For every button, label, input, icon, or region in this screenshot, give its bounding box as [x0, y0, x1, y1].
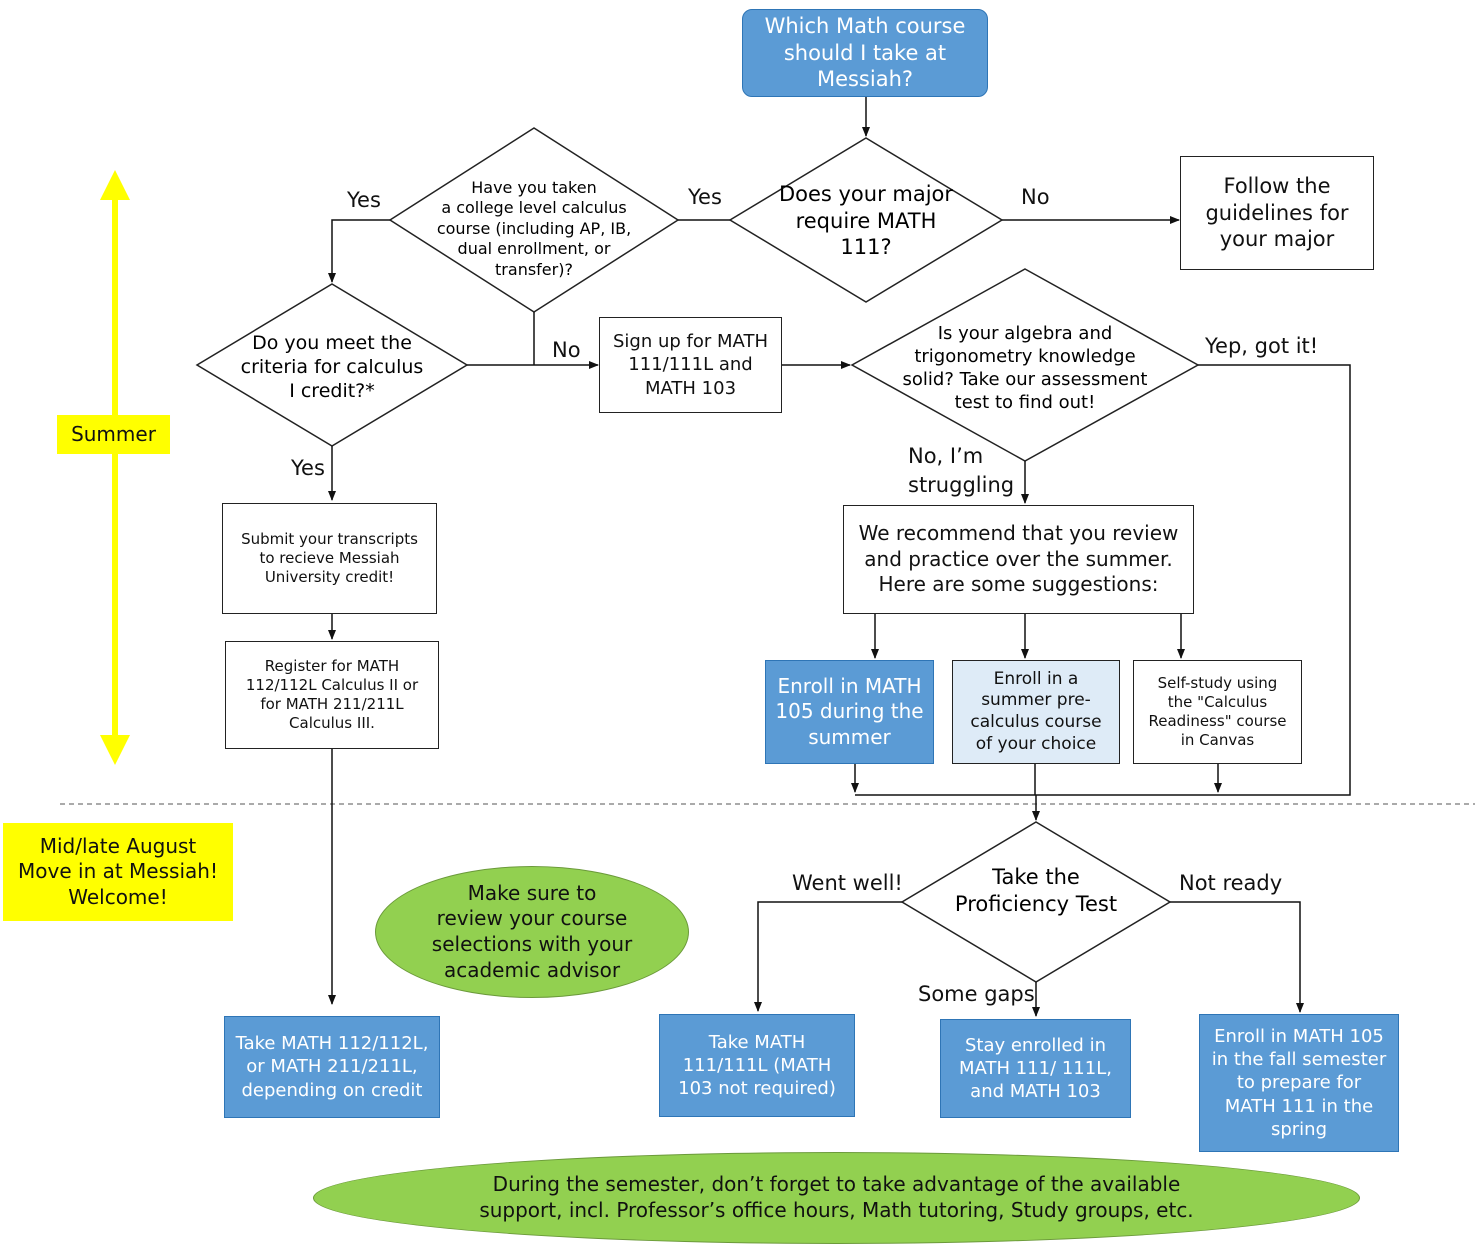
sign-up-text: Sign up for MATH 111/111L and MATH 103 [613, 331, 768, 399]
take-112-text: Take MATH 112/112L, or MATH 211/211L, de… [235, 1033, 429, 1101]
decision-proficiency: Take the Proficiency Test [935, 858, 1137, 924]
label-major-yes: Yes [688, 185, 722, 209]
decision-criteria: Do you meet the criteria for calculus I … [225, 327, 439, 407]
recommend-text: We recommend that you review and practic… [858, 521, 1179, 597]
self-study-box: Self-study using the "Calculus Readiness… [1133, 660, 1302, 764]
semester-note-text: During the semester, don’t forget to tak… [479, 1172, 1194, 1222]
start-node: Which Math course should I take at Messi… [742, 9, 988, 97]
stay-enrolled-box: Stay enrolled in MATH 111/ 111L, and MAT… [940, 1019, 1131, 1118]
submit-transcripts-text: Submit your transcripts to recieve Messi… [241, 529, 418, 587]
summer-arrow-down-head [100, 735, 130, 765]
decision-algebra-text: Is your algebra and trigonometry knowled… [902, 322, 1148, 414]
advisor-note: Make sure to review your course selectio… [375, 866, 689, 998]
label-major-no: No [1021, 185, 1050, 209]
take-112-box: Take MATH 112/112L, or MATH 211/211L, de… [224, 1016, 440, 1118]
decision-major-text: Does your major require MATH 111? [778, 181, 954, 260]
label-algebra-no: No, I’m struggling [908, 444, 1015, 498]
decision-algebra: Is your algebra and trigonometry knowled… [880, 315, 1170, 421]
enroll-105-summer-box: Enroll in MATH 105 during the summer [765, 660, 934, 764]
register-box: Register for MATH 112/112L Calculus II o… [225, 641, 439, 749]
label-prof-gaps: Some gaps [918, 982, 1035, 1006]
decision-college-calc: Have you taken a college level calculus … [420, 170, 648, 288]
semester-note: During the semester, don’t forget to tak… [313, 1152, 1360, 1244]
enroll-105-summer-text: Enroll in MATH 105 during the summer [775, 673, 924, 749]
enroll-precalc-text: Enroll in a summer pre- calculus course … [970, 668, 1102, 754]
enroll-precalc-box: Enroll in a summer pre- calculus course … [952, 660, 1120, 764]
register-text: Register for MATH 112/112L Calculus II o… [245, 656, 419, 733]
start-text: Which Math course should I take at Messi… [764, 13, 966, 92]
decision-major: Does your major require MATH 111? [760, 180, 972, 262]
enroll-105-fall-box: Enroll in MATH 105 in the fall semester … [1199, 1014, 1399, 1152]
label-calc-yes: Yes [347, 188, 381, 212]
decision-criteria-text: Do you meet the criteria for calculus I … [240, 331, 424, 403]
august-label: Mid/late August Move in at Messiah! Welc… [3, 823, 233, 921]
decision-major-diamond [728, 137, 1004, 303]
summer-arrow-up-head [100, 170, 130, 200]
label-calc-no: No [552, 338, 581, 362]
stay-enrolled-text: Stay enrolled in MATH 111/ 111L, and MAT… [959, 1034, 1112, 1103]
follow-guidelines-box: Follow the guidelines for your major [1180, 156, 1374, 270]
label-algebra-yes: Yep, got it! [1205, 334, 1319, 358]
edge-prof-well [754, 901, 902, 1012]
advisor-note-text: Make sure to review your course selectio… [431, 880, 633, 982]
summer-label: Summer [57, 415, 170, 454]
submit-transcripts-box: Submit your transcripts to recieve Messi… [222, 503, 437, 614]
decision-proficiency-text: Take the Proficiency Test [954, 865, 1118, 916]
label-criteria-yes: Yes [291, 456, 325, 480]
label-prof-not-ready: Not ready [1179, 871, 1283, 895]
decision-college-calc-text: Have you taken a college level calculus … [436, 177, 632, 279]
recommend-box: We recommend that you review and practic… [843, 505, 1194, 614]
sign-up-box: Sign up for MATH 111/111L and MATH 103 [599, 317, 782, 413]
enroll-105-fall-text: Enroll in MATH 105 in the fall semester … [1211, 1026, 1387, 1140]
follow-guidelines-text: Follow the guidelines for your major [1205, 173, 1349, 252]
edge-prof-not-ready [1170, 901, 1304, 1013]
label-prof-well: Went well! [792, 871, 903, 895]
august-label-text: Mid/late August Move in at Messiah! Welc… [18, 833, 218, 909]
summer-label-text: Summer [71, 421, 156, 446]
take-111-text: Take MATH 111/111L (MATH 103 not require… [678, 1031, 836, 1100]
self-study-text: Self-study using the "Calculus Readiness… [1148, 673, 1287, 750]
edge-calc-yes [328, 219, 390, 283]
take-111-box: Take MATH 111/111L (MATH 103 not require… [659, 1014, 855, 1117]
edge-algebra-yes [1038, 364, 1351, 796]
